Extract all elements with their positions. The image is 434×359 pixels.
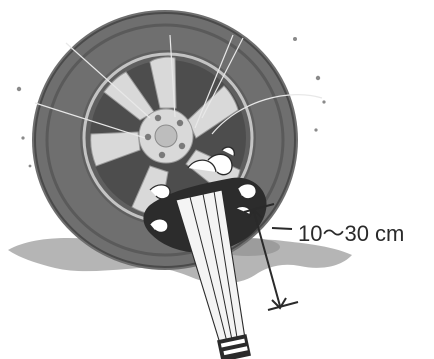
distance-label: 10〜30 cm bbox=[298, 216, 404, 248]
center-cap bbox=[155, 125, 177, 147]
